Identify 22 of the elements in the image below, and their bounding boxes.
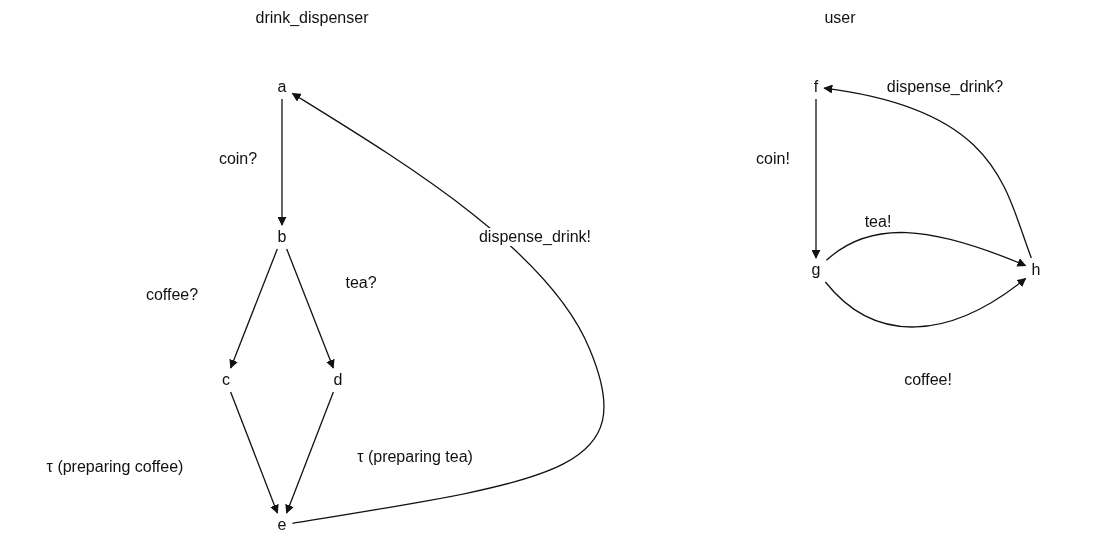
state-label: b xyxy=(274,228,290,246)
edge-label: dispense_drink? xyxy=(884,78,1006,96)
transition-arrow xyxy=(230,391,279,514)
transition-arrow xyxy=(286,248,335,369)
state-label: g xyxy=(808,261,824,279)
state-label: d xyxy=(330,371,346,389)
transition-arrow xyxy=(823,84,1032,259)
state-label: h xyxy=(1028,261,1044,279)
state-label: c xyxy=(219,371,233,389)
transition-arrow xyxy=(811,98,821,259)
state-label: e xyxy=(274,516,290,534)
automaton-name-label: drink_dispenser xyxy=(253,9,371,27)
transition-arrow xyxy=(285,391,334,514)
state-label: f xyxy=(810,78,822,96)
state-label: a xyxy=(274,78,290,96)
transition-arrow xyxy=(229,248,278,369)
transition-arrow xyxy=(277,98,287,226)
edge-label: τ (preparing tea) xyxy=(355,448,475,466)
edge-label: τ (preparing coffee) xyxy=(44,458,186,476)
transition-arrow xyxy=(291,92,605,524)
transition-arrow xyxy=(825,231,1027,267)
transition-arrow xyxy=(824,277,1027,328)
